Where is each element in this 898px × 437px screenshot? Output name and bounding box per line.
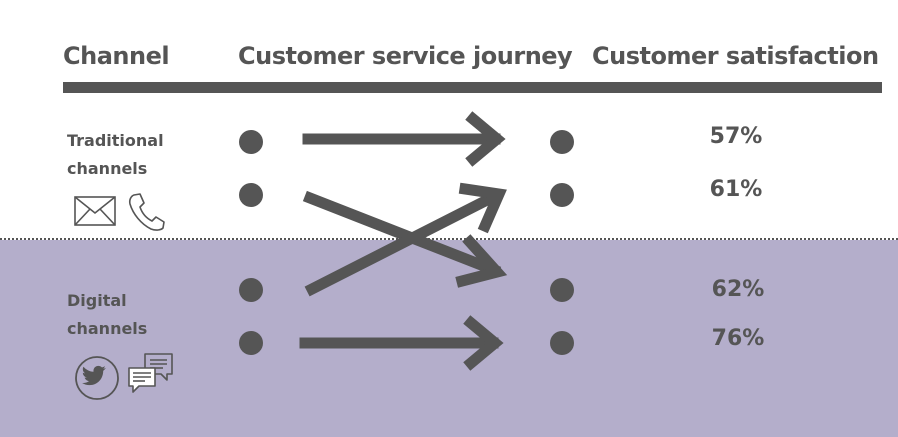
chat-bubbles-icon [128, 353, 173, 393]
envelope-icon [74, 196, 116, 226]
satisfaction-value-3: 62% [711, 277, 765, 302]
arrow-digital-to-76 [299, 315, 504, 371]
traditional-label-line2: channels [67, 159, 148, 178]
end-dot-3 [550, 278, 574, 302]
arrow-traditional-to-62 [302, 190, 508, 288]
start-dot-2 [239, 183, 263, 207]
traditional-label-line1: Traditional [67, 131, 164, 150]
header-channel: Channel [63, 42, 170, 70]
phone-icon [128, 193, 165, 231]
start-dot-4 [239, 331, 263, 355]
satisfaction-value-1: 57% [709, 124, 763, 149]
traditional-channels-label: Traditional channels [67, 127, 207, 183]
twitter-icon [75, 356, 119, 400]
start-dot-3 [239, 278, 263, 302]
satisfaction-value-4: 76% [711, 326, 765, 351]
satisfaction-value-2: 61% [709, 177, 763, 202]
end-dot-4 [550, 331, 574, 355]
start-dot-1 [239, 130, 263, 154]
digital-channels-label: Digital channels [67, 287, 207, 343]
end-dot-1 [550, 130, 574, 154]
header-journey: Customer service journey [238, 42, 573, 70]
end-dot-2 [550, 183, 574, 207]
header-rule [63, 82, 882, 93]
digital-label-line1: Digital [67, 291, 127, 310]
digital-label-line2: channels [67, 319, 148, 338]
arrow-digital-to-61 [304, 182, 507, 297]
header-satisfaction: Customer satisfaction [592, 42, 879, 70]
arrow-traditional-to-57 [302, 111, 506, 167]
dotted-divider [0, 238, 898, 240]
